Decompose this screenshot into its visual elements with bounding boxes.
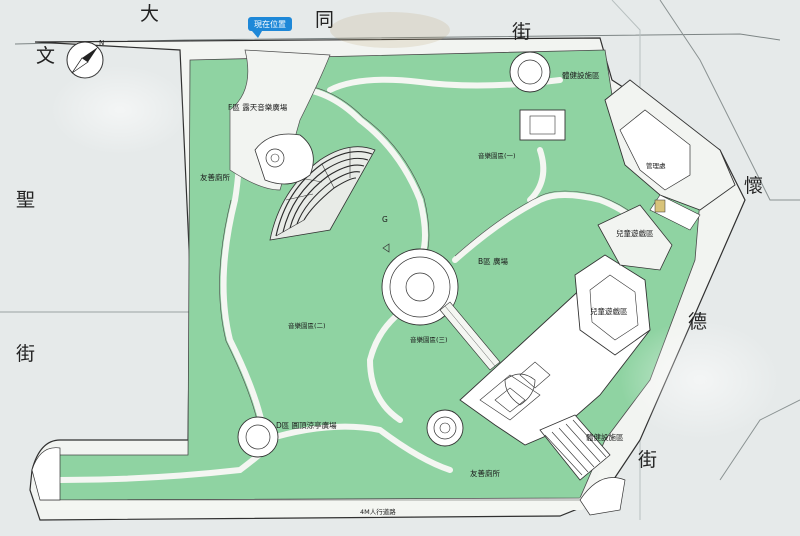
path-south-link	[262, 423, 453, 473]
street-label-sheng: 聖	[16, 189, 35, 211]
board-stain	[330, 12, 450, 48]
path-west-curve	[220, 197, 268, 443]
label-b-zone: B區 廣場	[478, 256, 509, 266]
label-fitness-top: 體健設施區	[562, 70, 600, 80]
southeast-street-edge	[719, 399, 800, 481]
label-f-zone: F區 露天音樂廣場	[228, 102, 288, 112]
map-pin-icon	[252, 31, 262, 38]
fitness-zone-top	[509, 51, 551, 93]
you-are-here-marker: 現在位置	[248, 17, 292, 38]
southwest-corner-plaza	[31, 447, 61, 501]
b-zone-plaza	[381, 248, 459, 326]
path-north-branch	[527, 147, 547, 203]
label-music-garden-1: 音樂園區(一)	[478, 151, 516, 160]
label-music-garden-3: 音樂園區(三)	[410, 335, 448, 344]
label-g-marker: G	[382, 215, 388, 224]
street-label-jie-west: 街	[16, 343, 35, 365]
label-walkway: 4M人行道路	[360, 507, 396, 516]
glare-reflection-2	[620, 320, 780, 440]
fitness-zone-bottom	[539, 414, 611, 481]
label-fitness-bottom: 體健設施區	[586, 432, 624, 442]
you-are-here-label: 現在位置	[254, 19, 286, 29]
street-label-jie-east: 街	[638, 449, 657, 471]
label-office: 管理處	[646, 161, 666, 170]
diagonal-boardwalk	[439, 301, 501, 371]
kids-play-area	[574, 254, 651, 356]
south-toilet-rotunda	[426, 409, 464, 447]
d-zone-pavilion	[237, 416, 279, 458]
office-building	[604, 79, 736, 231]
svg-text:N: N	[99, 39, 104, 47]
street-label-wen: 文	[36, 45, 55, 67]
label-kids-play-1: 兒童遊戲區	[616, 228, 654, 238]
street-label-huai: 懷	[744, 175, 763, 197]
label-kids-play-2: 兒童遊戲區	[590, 306, 628, 316]
street-label-jie-north: 街	[512, 21, 531, 43]
label-d-zone: D區 圓頂涼亭廣場	[276, 420, 337, 430]
square-pavilion	[519, 109, 566, 141]
east-street-edge	[659, 0, 800, 201]
label-toilet-west: 友善廁所	[200, 172, 230, 182]
amphitheater	[254, 133, 376, 241]
street-label-da: 大	[140, 3, 159, 25]
glare-reflection	[50, 65, 190, 155]
kiosk-icon	[654, 199, 666, 213]
kids-play-area-2	[597, 204, 673, 271]
label-toilet-south: 友善廁所	[470, 468, 500, 478]
street-label-tong: 同	[315, 9, 334, 31]
southeast-corner-plaza	[579, 477, 626, 516]
direction-marker-icon	[382, 243, 390, 253]
label-music-garden-2: 音樂園區(二)	[288, 321, 326, 330]
entrance-plaza	[229, 49, 331, 191]
